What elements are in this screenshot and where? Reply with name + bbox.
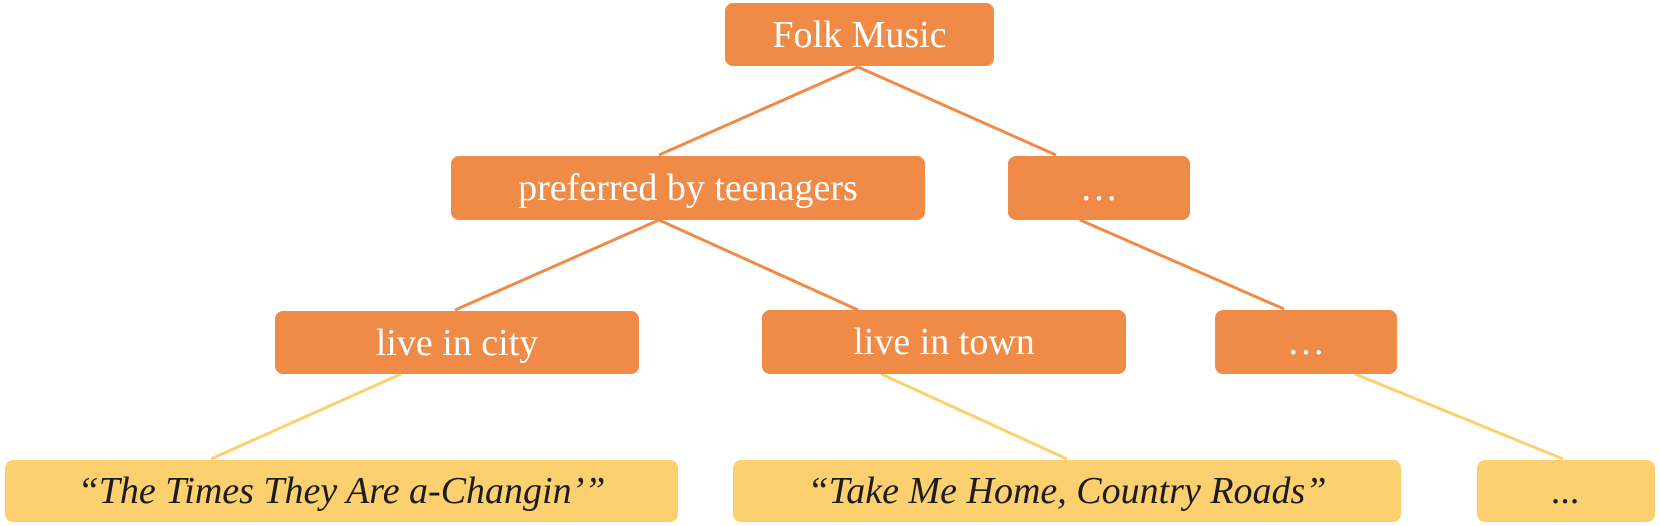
node-label: live in town bbox=[853, 321, 1035, 363]
edge-root-teenagers bbox=[658, 65, 859, 157]
node-ellipsis-level1: … bbox=[1008, 156, 1190, 220]
edge-ellipsis-ellipsis bbox=[1079, 218, 1285, 311]
node-label: live in city bbox=[375, 321, 539, 364]
leaf-label: “Take Me Home, Country Roads” bbox=[807, 470, 1327, 512]
node-ellipsis-level2: … bbox=[1215, 310, 1397, 374]
leaf-ellipsis: ... bbox=[1477, 460, 1655, 522]
node-live-in-city: live in city bbox=[275, 311, 639, 374]
edge-ellipsis-leaf bbox=[1354, 372, 1564, 461]
node-label: preferred by teenagers bbox=[518, 167, 858, 209]
node-preferred-by-teenagers: preferred by teenagers bbox=[451, 156, 925, 220]
edge-root-ellipsis bbox=[857, 65, 1057, 157]
node-folk-music: Folk Music bbox=[725, 3, 994, 66]
leaf-times-they-are-a-changin: “The Times They Are a-Changin’” bbox=[5, 460, 678, 522]
node-label: Folk Music bbox=[772, 13, 947, 56]
edge-town-song2 bbox=[880, 372, 1068, 461]
edge-city-song1 bbox=[210, 372, 402, 461]
leaf-take-me-home-country-roads: “Take Me Home, Country Roads” bbox=[733, 460, 1401, 522]
leaf-label: ... bbox=[1551, 470, 1581, 512]
edge-teenagers-town bbox=[658, 218, 859, 312]
node-label: … bbox=[1287, 321, 1325, 363]
leaf-label: “The Times They Are a-Changin’” bbox=[77, 470, 606, 512]
node-label: … bbox=[1080, 167, 1118, 209]
edge-teenagers-city bbox=[454, 218, 660, 312]
node-live-in-town: live in town bbox=[762, 310, 1126, 374]
